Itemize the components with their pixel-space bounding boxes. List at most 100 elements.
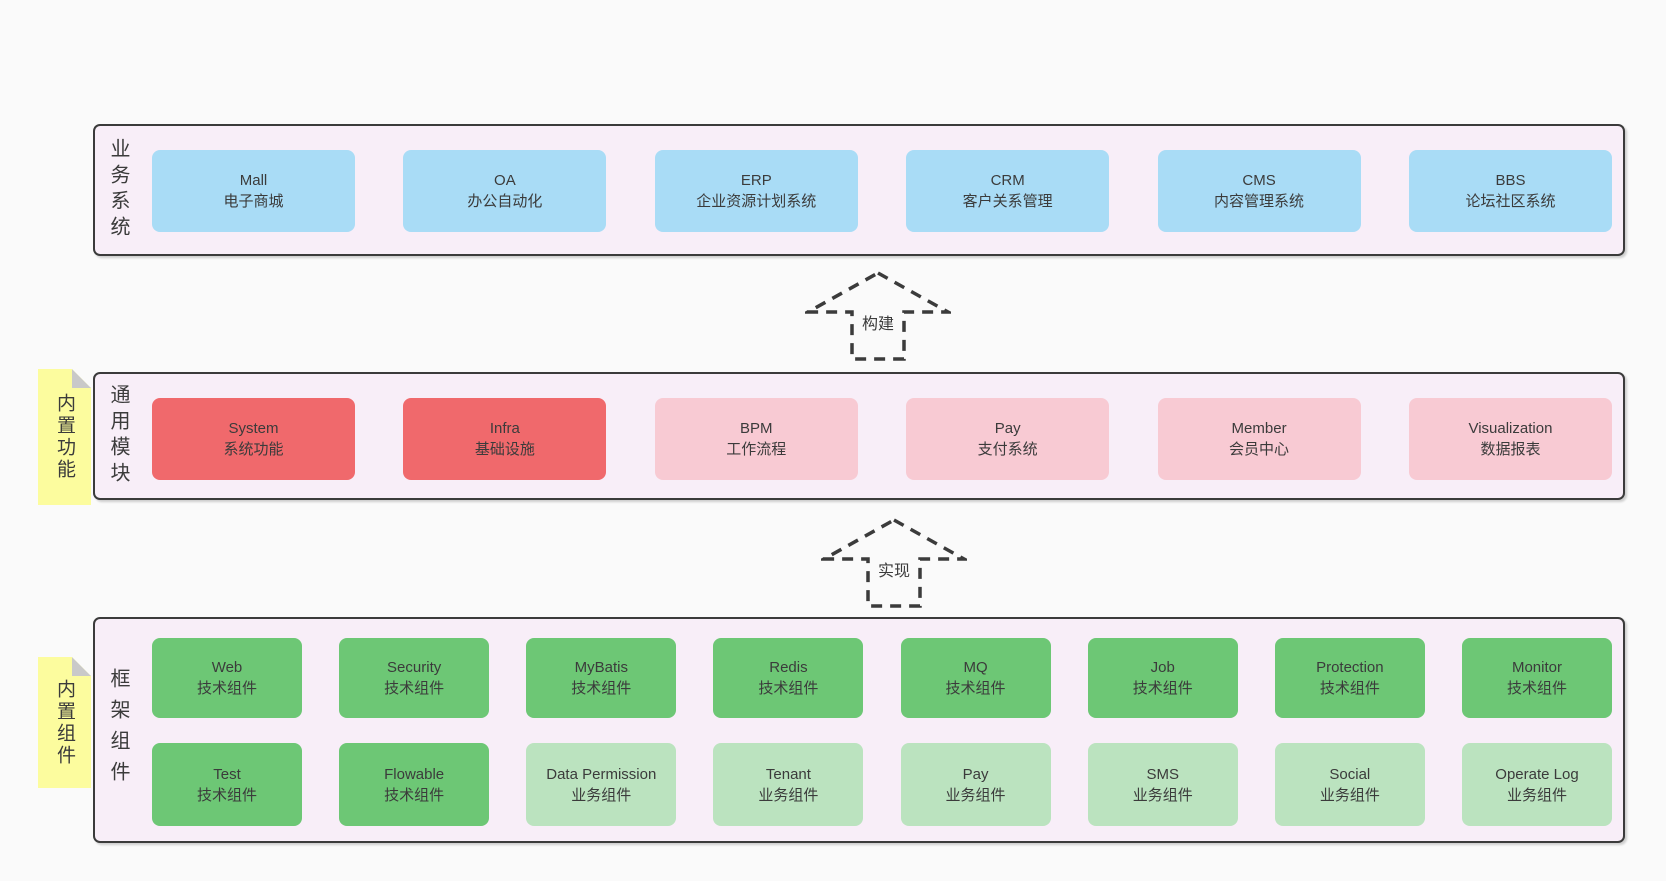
module-title: System [228,420,279,437]
business-systems-label-text: 业务系统 [107,138,129,242]
component-subtitle: 技术组件 [1319,680,1380,697]
component-title: Monitor [1511,659,1562,676]
module-subtitle: 论坛社区系统 [1465,193,1556,210]
component-test: Test 技术组件 [152,743,302,826]
component-subtitle: 技术组件 [384,680,445,697]
component-title: MQ [963,659,988,676]
framework-components-row-1: Web 技术组件 Security 技术组件 MyBatis 技术组件 Redi… [152,638,1612,718]
business-systems-row: Mall 电子商城 OA 办公自动化 ERP 企业资源计划系统 CRM 客户关系… [152,150,1612,232]
component-subtitle: 技术组件 [196,680,257,697]
module-title: BBS [1495,172,1526,189]
module-subtitle: 企业资源计划系统 [696,193,817,210]
module-title: CMS [1242,172,1276,189]
module-visualization: Visualization 数据报表 [1408,398,1612,480]
component-subtitle: 业务组件 [1132,786,1193,804]
module-bbs: BBS 论坛社区系统 [1408,150,1612,232]
component-mq: MQ 技术组件 [900,638,1051,718]
module-subtitle: 系统功能 [223,441,284,458]
component-sms: SMS 业务组件 [1087,743,1238,826]
module-subtitle: 内容管理系统 [1214,193,1305,210]
module-subtitle: 电子商城 [223,193,284,210]
common-modules-panel: 通用模块 System 系统功能 Infra 基础设施 BPM 工作流程 Pay… [93,372,1625,500]
component-mybatis: MyBatis 技术组件 [526,638,677,718]
component-title: Pay [962,765,989,783]
builtin-features-note-text: 内置功能 [54,393,75,481]
module-title: Visualization [1468,420,1553,437]
module-title: Mall [239,172,268,189]
common-modules-label: 通用模块 [101,374,135,498]
component-subtitle: 业务组件 [945,786,1006,804]
component-flowable: Flowable 技术组件 [339,743,490,826]
module-title: ERP [740,172,772,189]
component-security: Security 技术组件 [339,638,490,718]
up-arrow-icon [821,518,967,608]
component-job: Job 技术组件 [1087,638,1238,718]
build-arrow-label: 构建 [857,309,899,335]
module-crm: CRM 客户关系管理 [906,150,1110,232]
builtin-features-note: 内置功能 [38,369,91,505]
module-infra: Infra 基础设施 [403,398,607,480]
component-title: SMS [1146,765,1179,783]
module-member: Member 会员中心 [1157,398,1361,480]
component-title: Data Permission [546,765,657,783]
module-title: BPM [740,420,773,437]
module-bpm: BPM 工作流程 [654,398,858,480]
component-subtitle: 业务组件 [1506,786,1567,804]
component-title: Operate Log [1495,765,1579,783]
component-title: MyBatis [574,659,628,676]
component-title: Protection [1316,659,1384,676]
module-mall: Mall 电子商城 [152,150,355,232]
module-subtitle: 客户关系管理 [962,193,1053,210]
component-subtitle: 技术组件 [758,680,819,697]
component-title: Web [211,659,243,676]
component-subtitle: 业务组件 [571,786,632,804]
module-subtitle: 工作流程 [726,441,787,458]
module-oa: OA 办公自动化 [403,150,607,232]
module-subtitle: 办公自动化 [467,193,543,210]
module-pay: Pay 支付系统 [906,398,1110,480]
component-title: Tenant [765,765,811,783]
component-subtitle: 技术组件 [1506,680,1567,697]
component-title: Redis [769,659,808,676]
component-subtitle: 业务组件 [758,786,819,804]
module-title: OA [494,172,516,189]
component-data-permission: Data Permission 业务组件 [526,743,677,826]
up-arrow-icon [805,271,951,361]
common-modules-row: System 系统功能 Infra 基础设施 BPM 工作流程 Pay 支付系统… [152,398,1612,480]
component-redis: Redis 技术组件 [713,638,864,718]
framework-components-label-text: 框架组件 [107,668,129,792]
module-subtitle: 基础设施 [474,441,535,458]
module-subtitle: 数据报表 [1480,441,1541,458]
module-cms: CMS 内容管理系统 [1157,150,1361,232]
module-title: CRM [990,172,1025,189]
component-tenant: Tenant 业务组件 [713,743,864,826]
component-subtitle: 技术组件 [571,680,632,697]
business-systems-label: 业务系统 [101,126,135,254]
implement-arrow-label: 实现 [873,556,915,582]
framework-components-panel: 框架组件 Web 技术组件 Security 技术组件 MyBatis 技术组件… [93,617,1625,843]
module-title: Infra [489,420,520,437]
component-subtitle: 技术组件 [1132,680,1193,697]
build-arrow: 构建 [805,271,951,361]
module-subtitle: 支付系统 [977,441,1038,458]
component-title: Social [1329,765,1371,783]
component-title: Flowable [384,765,445,783]
component-title: Security [387,659,442,676]
component-operate-log: Operate Log 业务组件 [1461,743,1612,826]
common-modules-label-text: 通用模块 [107,384,129,488]
component-pay: Pay 业务组件 [900,743,1051,826]
component-monitor: Monitor 技术组件 [1461,638,1612,718]
builtin-components-note: 内置组件 [38,657,91,788]
component-subtitle: 技术组件 [196,786,257,804]
implement-arrow: 实现 [821,518,967,608]
component-protection: Protection 技术组件 [1274,638,1425,718]
builtin-components-note-text: 内置组件 [54,678,75,767]
module-title: Pay [994,420,1021,437]
framework-components-row-2: Test 技术组件 Flowable 技术组件 Data Permission … [152,743,1612,826]
component-subtitle: 业务组件 [1319,786,1380,804]
component-title: Job [1150,659,1175,676]
component-web: Web 技术组件 [152,638,302,718]
component-subtitle: 技术组件 [945,680,1006,697]
component-social: Social 业务组件 [1274,743,1425,826]
component-title: Test [213,765,241,783]
